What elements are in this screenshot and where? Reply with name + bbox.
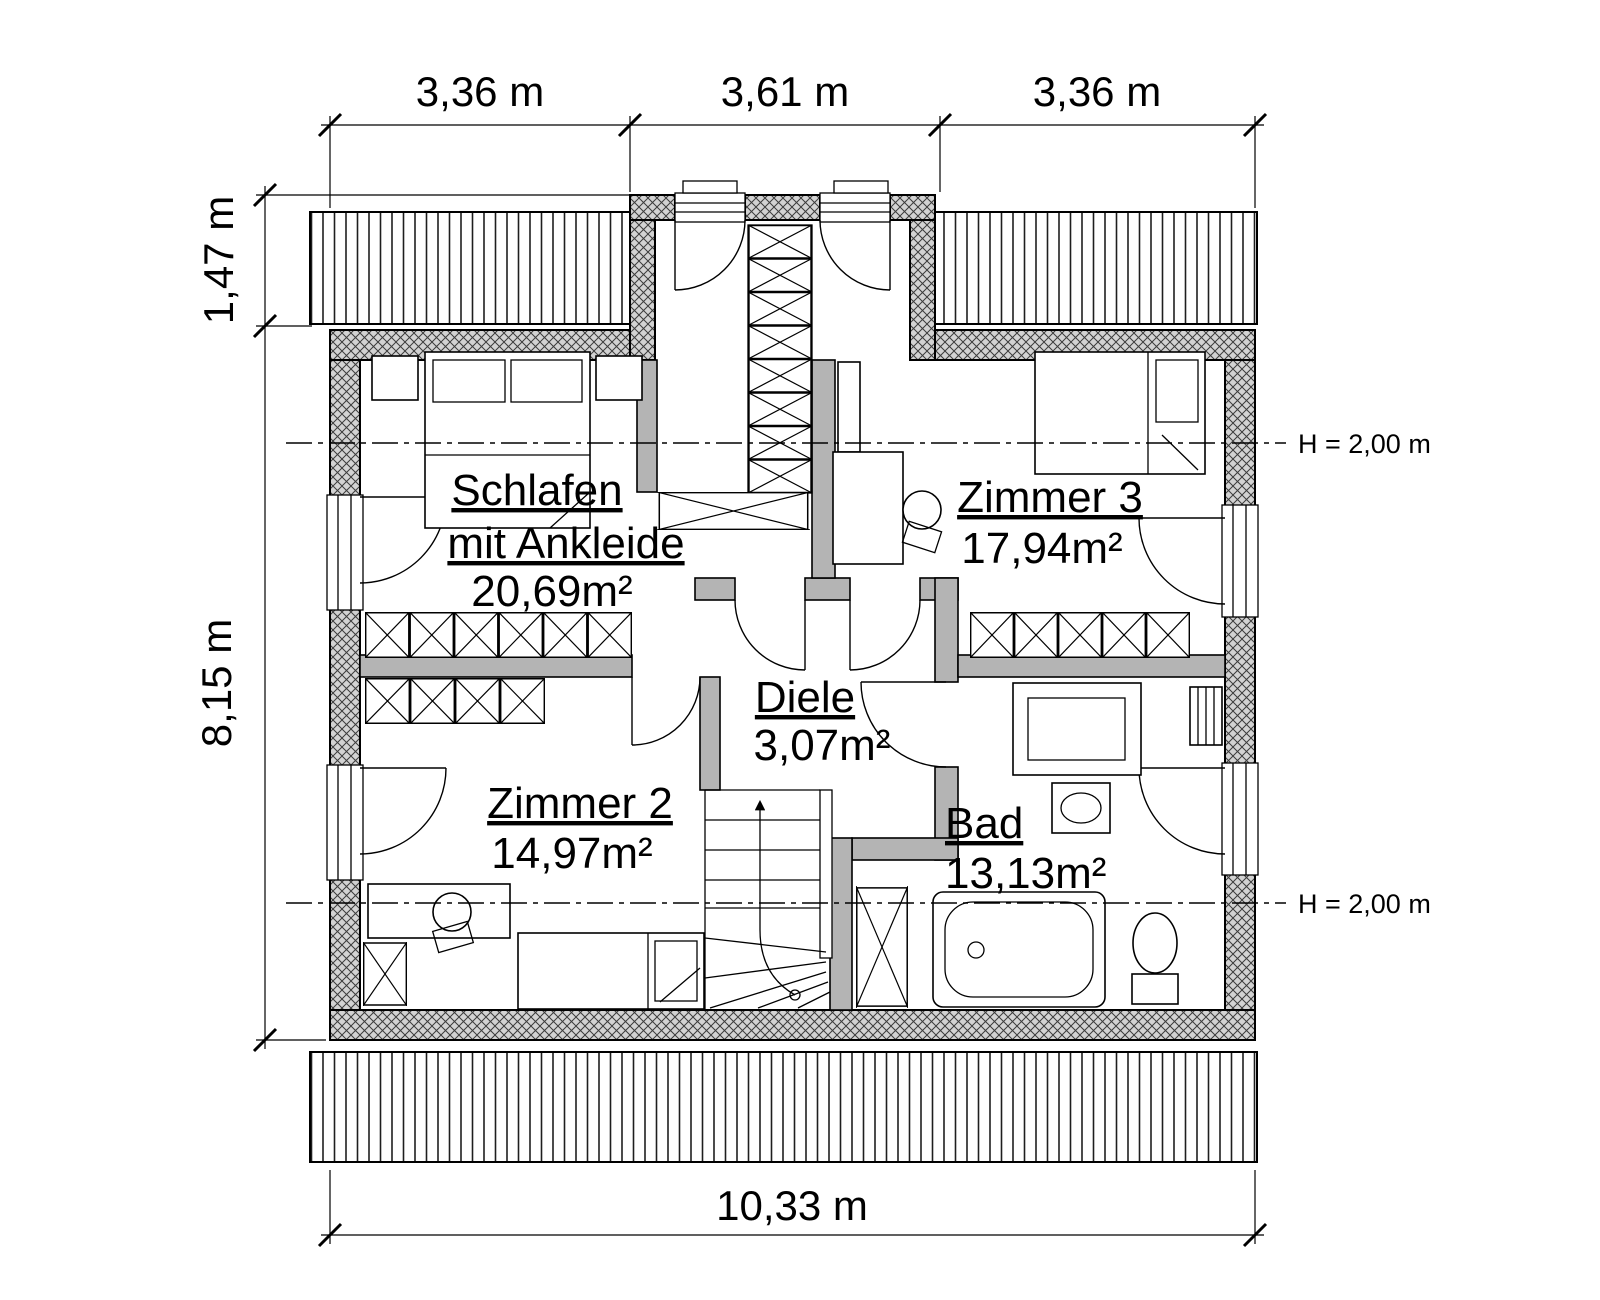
chair-zimmer3 (901, 490, 943, 554)
furniture-schlafen (371, 351, 643, 529)
door-diele-zimmer3 (849, 599, 921, 671)
room-area-diele: 3,07m² (754, 721, 891, 770)
dim-top-1: 3,36 m (416, 68, 544, 115)
washbasin (1051, 782, 1111, 834)
shelf-zimmer3 (837, 361, 861, 453)
door-window-left-2 (359, 767, 447, 855)
dim-top-3: 3,36 m (1033, 68, 1161, 115)
window-left-2 (326, 764, 364, 881)
nightstand-left (371, 355, 419, 401)
furniture-zimmer3 (832, 351, 1206, 565)
room-labels: Schlafen mit Ankleide 20,69m² Zimmer 3 1… (447, 466, 1143, 898)
wardrobe-zimmer2 (365, 678, 545, 724)
bed-zimmer3 (1034, 351, 1206, 475)
door-balcony-right (819, 219, 891, 291)
height-lines: H = 2,00 m H = 2,00 m (286, 429, 1431, 919)
roof-band-top-left (309, 211, 633, 325)
balcony-door-right (819, 180, 891, 223)
roof-band-bottom (309, 1051, 1258, 1163)
wardrobe-schlafen (365, 612, 632, 658)
dimensions: 3,36 m 3,61 m 3,36 m 1,47 m 8,15 m 10,33… (193, 68, 1268, 1248)
desk-zimmer3 (832, 451, 904, 565)
door-balcony-left (674, 219, 746, 291)
radiator (1189, 686, 1223, 746)
double-bed (424, 351, 591, 529)
room-label-bad: Bad (945, 799, 1023, 848)
height-label-bottom: H = 2,00 m (1298, 889, 1431, 919)
room-label-zimmer3: Zimmer 3 (957, 473, 1143, 522)
stair-walkline-start (789, 989, 801, 1001)
vanity (1012, 682, 1142, 776)
room-area-schlafen: 20,69m² (471, 567, 632, 616)
window-left-1 (326, 494, 364, 611)
dim-bottom: 10,33 m (716, 1182, 868, 1229)
exterior-walls (329, 194, 1256, 1041)
room-area-zimmer2: 14,97m² (491, 829, 652, 878)
roof-band-top-right (934, 211, 1258, 325)
dim-top-2: 3,61 m (721, 68, 849, 115)
door-bad (860, 681, 947, 768)
cabinet-zimmer2 (363, 942, 407, 1006)
furniture-bad (856, 682, 1223, 1008)
door-zimmer3-window (1138, 517, 1226, 605)
dimension-bottom: 10,33 m (317, 1170, 1268, 1248)
balcony-door-left (674, 180, 746, 223)
room-label-schlafen: Schlafen (451, 466, 622, 515)
furniture-zimmer2 (363, 883, 705, 1010)
chair-zimmer2 (431, 892, 475, 954)
roof-overhang-bands (309, 211, 1258, 1163)
washing-machine (856, 886, 908, 1008)
bathtub (932, 891, 1106, 1008)
toilet (1131, 912, 1179, 1005)
interior-walls (359, 359, 1226, 1011)
door-zimmer2 (631, 676, 701, 746)
room-label-schlafen-2: mit Ankleide (447, 519, 684, 568)
staircase (657, 224, 833, 1010)
room-area-zimmer3: 17,94m² (961, 524, 1122, 573)
bed-zimmer2 (517, 932, 705, 1010)
dim-left-1: 1,47 m (195, 196, 242, 324)
nightstand-right (595, 355, 643, 401)
stair-walkline-arrow (754, 799, 796, 996)
dim-left-2: 8,15 m (193, 619, 240, 747)
room-label-zimmer2: Zimmer 2 (487, 779, 673, 828)
room-label-diele: Diele (755, 673, 855, 722)
room-area-bad: 13,13m² (945, 849, 1106, 898)
stair-railing (819, 789, 833, 959)
windows (326, 180, 1259, 881)
window-right-2 (1221, 762, 1259, 876)
height-label-top: H = 2,00 m (1298, 429, 1431, 459)
dimension-left: 1,47 m 8,15 m (193, 182, 636, 1053)
doors (359, 219, 1226, 855)
dimension-top: 3,36 m 3,61 m 3,36 m (317, 68, 1268, 208)
door-diele-left (734, 599, 806, 671)
door-bad-window (1138, 767, 1226, 855)
wardrobe-zimmer3 (970, 612, 1190, 658)
window-right-1 (1221, 504, 1259, 618)
